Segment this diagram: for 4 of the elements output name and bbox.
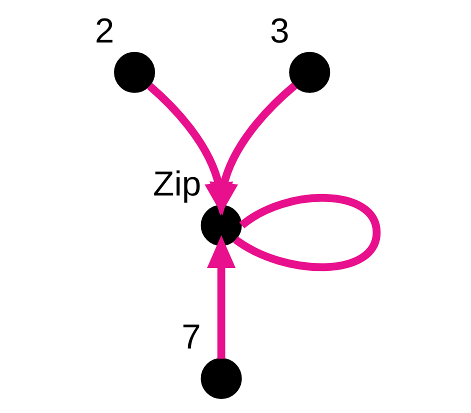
node-label: 3 (270, 12, 290, 51)
node-label: 2 (94, 12, 114, 51)
node-label: 7 (182, 318, 201, 357)
node-label: Zip (153, 166, 202, 204)
